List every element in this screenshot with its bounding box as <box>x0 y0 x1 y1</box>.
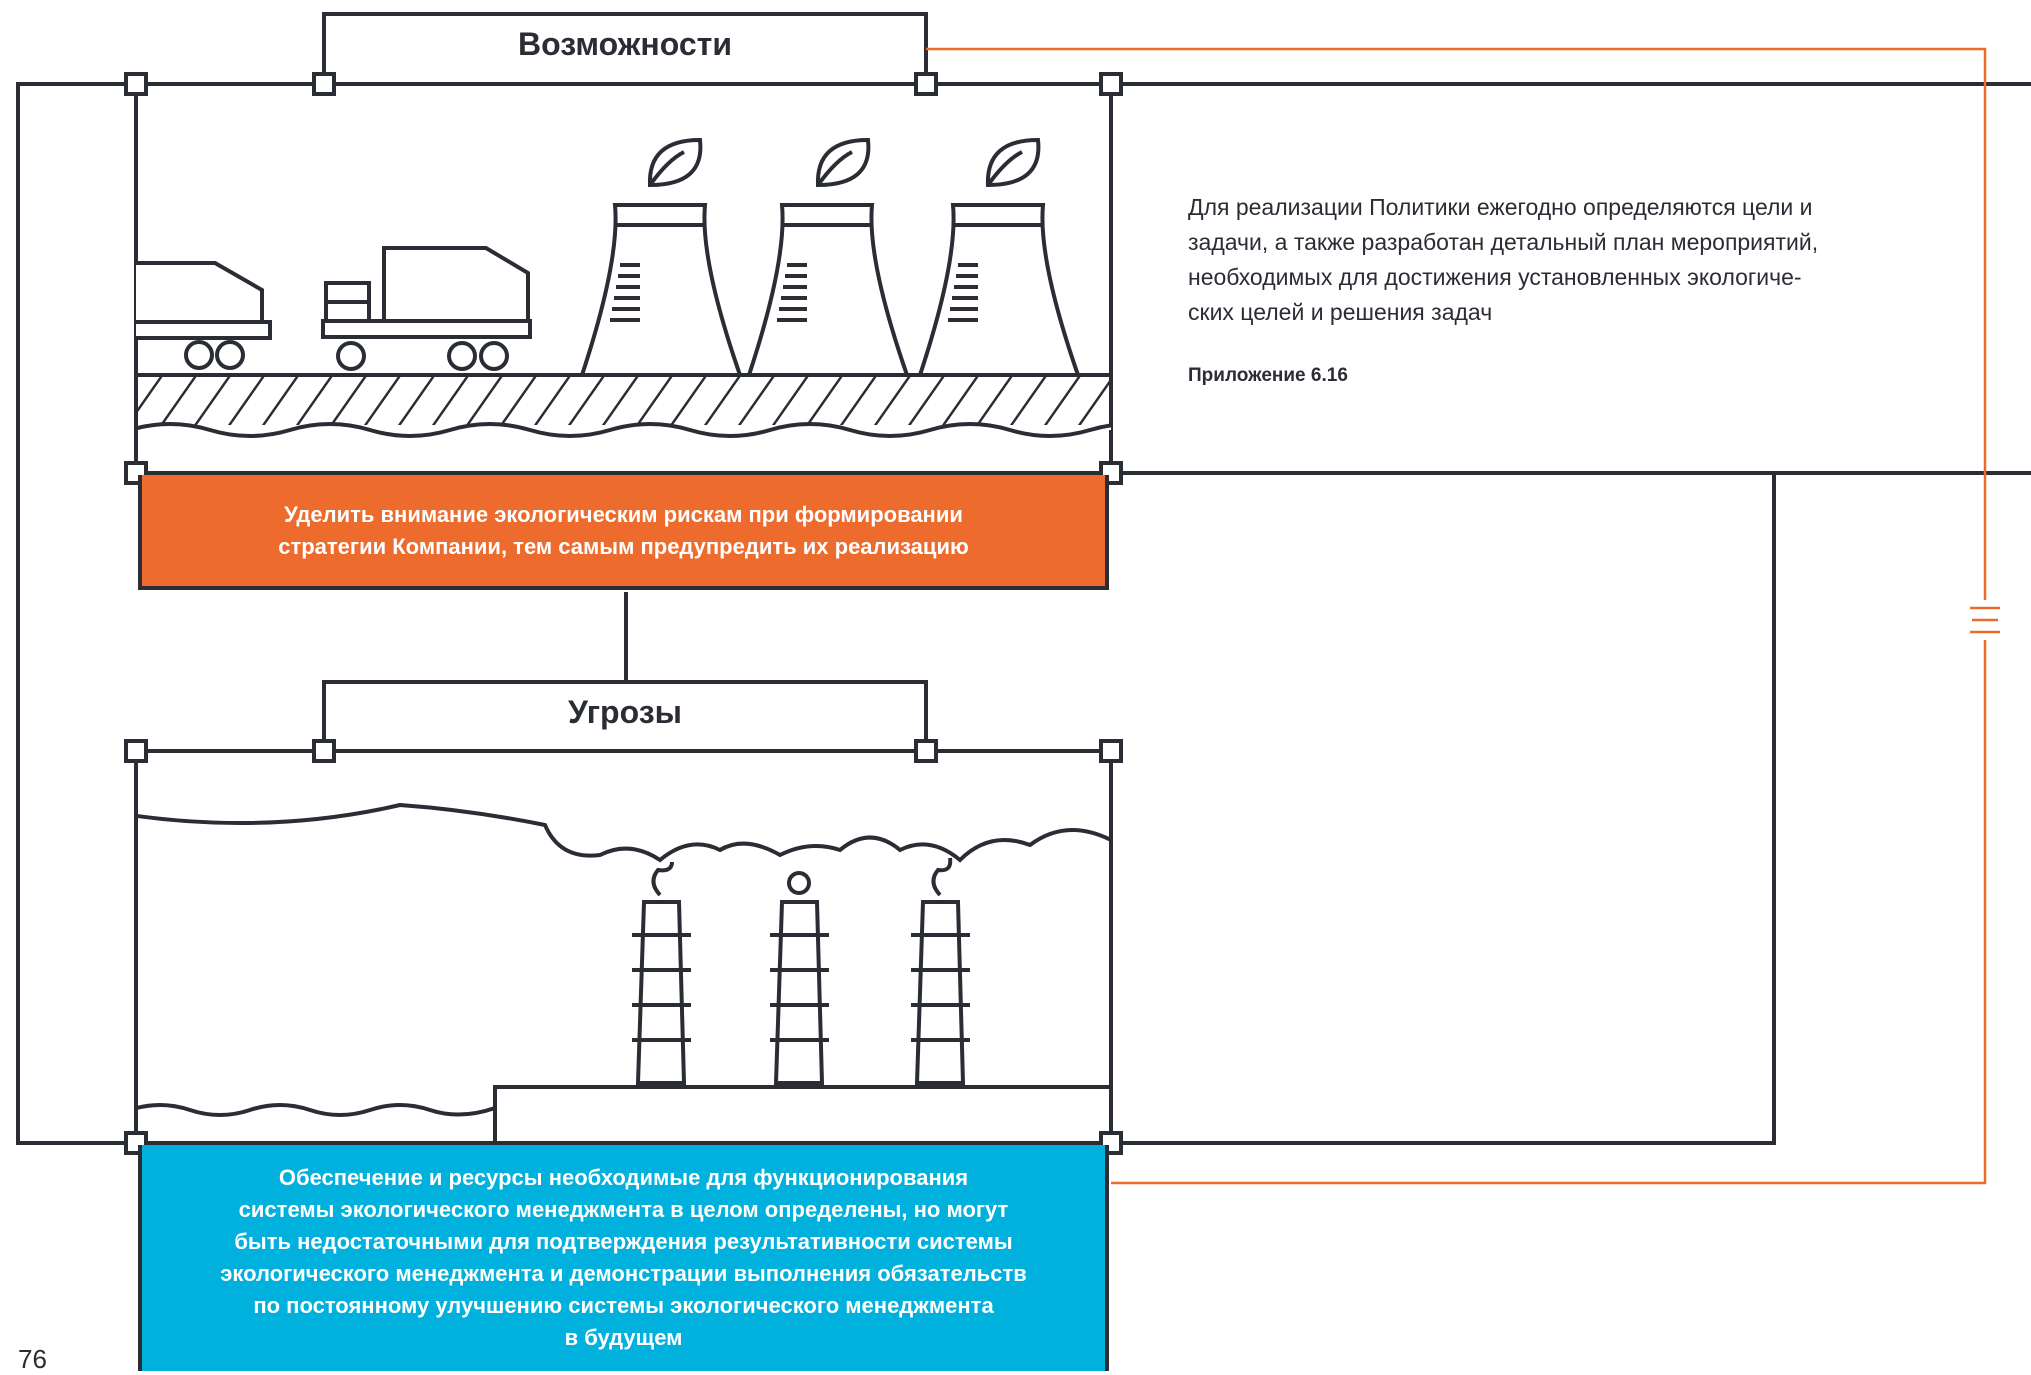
threats-title: Угрозы <box>568 694 682 730</box>
description-line-1: Для реализации Политики ежегодно определ… <box>1188 194 1813 220</box>
page-number: 76 <box>18 1344 47 1374</box>
frame-markers <box>124 72 1123 1155</box>
smoke-cloud-icon <box>136 802 1111 863</box>
bottom-scene <box>136 802 1111 1143</box>
connector-right-vertical <box>1111 473 1776 1145</box>
truck-icon <box>321 246 532 371</box>
description-line-2: задачи, а также разработан детальный пла… <box>1188 229 1819 255</box>
appendix-reference: Приложение 6.16 <box>1188 365 1348 386</box>
threats-description-box: Обеспечение и ресурсы необходимые для фу… <box>138 1145 1109 1371</box>
threats-line-6: в будущем <box>564 1325 683 1350</box>
chimney-icon <box>770 871 829 1085</box>
wagon-icon <box>136 261 272 370</box>
description-line-3: необходимых для достижения установленных… <box>1188 264 1802 290</box>
eco-cooling-tower-icon <box>579 137 743 377</box>
ground-hatch <box>136 375 1111 425</box>
eco-cooling-tower-icon <box>917 137 1081 377</box>
chimney-icon <box>632 861 691 1085</box>
opportunities-action-line-1: Уделить внимание экологическим рискам пр… <box>284 501 963 527</box>
threats-line-5: по постоянному улучшению системы экологи… <box>253 1293 994 1318</box>
chimney-icon <box>911 857 970 1085</box>
top-scene <box>136 137 1111 438</box>
ground-wave <box>136 422 1111 438</box>
connector-left-frame <box>16 82 136 1145</box>
threats-line-2: системы экологического менеджмента в цел… <box>238 1197 1009 1222</box>
panel-bottom-threats <box>134 749 1113 1145</box>
opportunities-action-box: Уделить внимание экологическим рискам пр… <box>138 475 1109 590</box>
threats-line-4: экологического менеджмента и демонстраци… <box>220 1261 1027 1286</box>
ground-step <box>493 1085 1111 1143</box>
bottom-wave <box>136 1103 496 1117</box>
connector-orange <box>926 47 1987 600</box>
eco-cooling-tower-icon <box>746 137 910 377</box>
opportunities-title: Возможности <box>518 26 732 62</box>
opportunities-action-line-2: стратегии Компании, тем самым предупреди… <box>278 533 969 559</box>
description-block: Для реализации Политики ежегодно определ… <box>1188 190 1948 393</box>
threats-line-1: Обеспечение и ресурсы необходимые для фу… <box>278 1165 969 1190</box>
threats-line-3: быть недостаточными для подтверждения ре… <box>234 1229 1013 1254</box>
tab-bottom-threats <box>322 680 928 751</box>
description-line-4: ских целей и решения задач <box>1188 299 1493 325</box>
